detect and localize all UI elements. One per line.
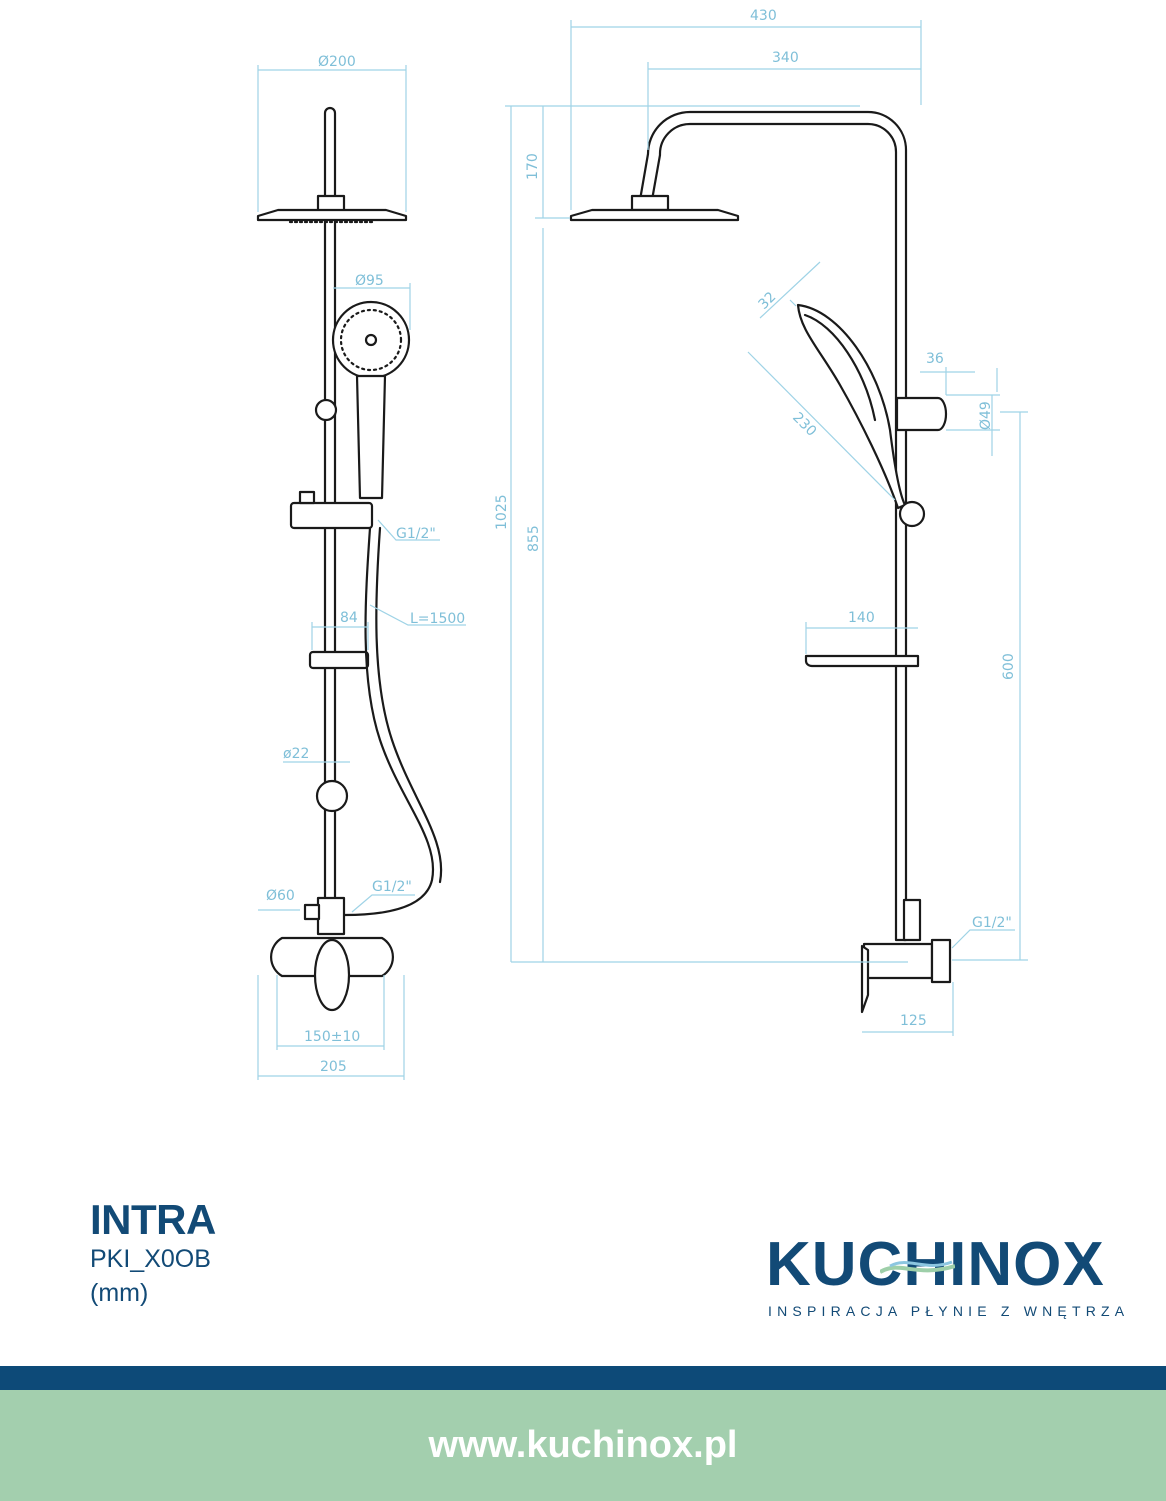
side-shelf xyxy=(804,654,920,668)
units-label: (mm) xyxy=(90,1279,149,1307)
dim-mixer-width: 205 xyxy=(320,1059,347,1075)
side-hand-shower xyxy=(796,303,907,510)
brand-tagline: INSPIRACJA PŁYNIE Z WNĘTRZA xyxy=(768,1303,1130,1319)
front-view: Ø200 Ø95 G1/2" L=1500 84 ø22 Ø60 G1/2" 1… xyxy=(256,54,466,1080)
mixer-handle xyxy=(313,938,351,1012)
rain-shower-head xyxy=(256,208,408,222)
dim-head-diameter: Ø200 xyxy=(318,54,356,70)
logo-wave-icon xyxy=(880,1260,955,1274)
side-mixer-handle xyxy=(860,944,870,1014)
side-mixer-body xyxy=(862,942,934,980)
dim-flange-diameter: Ø60 xyxy=(266,888,295,904)
dim-hand-diameter: Ø95 xyxy=(355,273,384,289)
soap-bracket xyxy=(308,650,370,670)
side-rain-head xyxy=(569,208,740,222)
hand-shower-handle xyxy=(355,374,387,500)
pipe-ring-upper xyxy=(314,398,338,422)
dim-bracket-diameter: Ø49 xyxy=(978,401,994,430)
dim-head-drop: 170 xyxy=(525,153,541,180)
side-view: 430 340 170 1025 855 32 230 36 Ø49 140 6… xyxy=(494,8,1028,1036)
product-name: INTRA xyxy=(90,1196,216,1243)
technical-drawing: Ø200 Ø95 G1/2" L=1500 84 ø22 Ø60 G1/2" 1… xyxy=(256,8,1028,1080)
footer-bar xyxy=(0,1366,1166,1390)
hose xyxy=(343,526,435,917)
dim-hand-length: 230 xyxy=(789,410,819,440)
slider xyxy=(289,501,374,530)
dim-mixer-depth: 125 xyxy=(900,1013,927,1029)
dim-hand-width: 32 xyxy=(756,289,780,313)
dim-arm-reach: 340 xyxy=(772,50,799,66)
riser-arm xyxy=(638,110,908,942)
pipe-ring-lower xyxy=(315,779,349,813)
product-code: PKI_X0OB xyxy=(90,1245,211,1273)
dim-inlet-connection: G1/2" xyxy=(972,915,1012,931)
wall-bracket xyxy=(895,396,948,432)
dim-spacing: 150±10 xyxy=(304,1029,360,1045)
dim-mixer-connection: G1/2" xyxy=(372,879,412,895)
dim-pipe-diameter: ø22 xyxy=(283,746,309,762)
diverter xyxy=(316,896,346,936)
dim-head-height: 855 xyxy=(526,525,542,552)
dim-hose-connection: G1/2" xyxy=(396,526,436,542)
dim-total-height: 1025 xyxy=(494,494,510,530)
dim-bracket-height: 600 xyxy=(1001,653,1017,680)
website-link[interactable]: www.kuchinox.pl xyxy=(428,1424,738,1466)
footer xyxy=(0,1390,1166,1501)
dim-bracket-depth: 36 xyxy=(926,351,944,367)
dim-bracket-offset: 84 xyxy=(340,610,358,626)
dim-total-reach: 430 xyxy=(750,8,777,24)
dim-hose-length: L=1500 xyxy=(410,611,465,627)
dim-shelf-depth: 140 xyxy=(848,610,875,626)
